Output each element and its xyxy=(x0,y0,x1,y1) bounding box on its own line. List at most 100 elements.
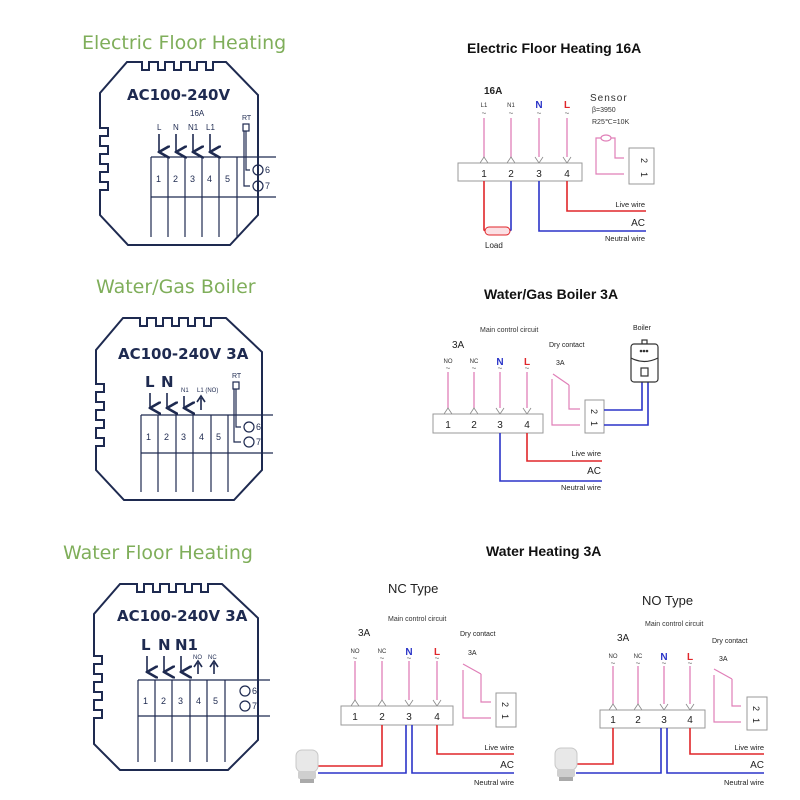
terminal-3: 3 xyxy=(190,174,195,184)
svg-text:~: ~ xyxy=(688,659,693,668)
ac-label: AC xyxy=(587,466,601,477)
terminal-2: 2 xyxy=(164,432,169,442)
device-voltage: AC100-240V 3A xyxy=(118,345,249,363)
sensor-r25: R25℃=10K xyxy=(592,119,630,126)
actuator-icon xyxy=(554,747,578,781)
live-wire xyxy=(526,433,602,462)
terminal-4: 4 xyxy=(207,174,212,184)
terminal-label-n: N xyxy=(158,636,171,654)
svg-text:~: ~ xyxy=(380,654,385,663)
live-wire-label: Live wire xyxy=(615,200,645,209)
sensor-title: Sensor xyxy=(590,93,628,104)
input-label-l: L xyxy=(687,652,693,663)
terminal-label-l: L xyxy=(141,636,151,654)
dry-pin-2: 2 xyxy=(500,702,510,707)
input-label-nc: NC xyxy=(470,359,479,365)
ac-label: AC xyxy=(631,218,645,229)
terminal-label-n: N xyxy=(161,373,174,391)
dry-contact-connector xyxy=(495,692,517,728)
input-label-nc: NC xyxy=(634,654,643,660)
terminal-5: 5 xyxy=(216,432,221,442)
svg-text:~: ~ xyxy=(509,109,514,118)
input-label-n: N xyxy=(405,647,412,658)
block-terminal-1: 1 xyxy=(445,420,451,431)
terminal-block xyxy=(599,709,706,729)
sensor-label-rt: RT xyxy=(232,373,242,380)
terminal-label-n1: N1 xyxy=(188,123,199,132)
terminal-arrows xyxy=(159,134,210,152)
section-title-water-floor-heating: Water Floor Heating xyxy=(63,542,253,564)
terminal-label-n: N xyxy=(173,123,179,132)
input-label-no: NO xyxy=(444,359,453,365)
dry-contact-label: Dry contact xyxy=(460,631,495,638)
dry-contact-switch xyxy=(551,373,580,426)
neutral-wire xyxy=(666,728,764,774)
input-label-no: NO xyxy=(351,649,360,655)
svg-text:~: ~ xyxy=(636,659,641,668)
terminal-block xyxy=(457,162,583,182)
block-terminal-4: 4 xyxy=(564,169,570,180)
sensor-label-rt: RT xyxy=(242,115,252,122)
svg-text:~: ~ xyxy=(525,364,530,373)
neutral-wire xyxy=(499,433,602,482)
dry-contact-rating: 3A xyxy=(468,650,477,657)
dry-contact-connector xyxy=(746,696,768,731)
terminal-block xyxy=(432,413,544,434)
main-control-label: Main control circuit xyxy=(480,327,538,334)
terminal-6: 6 xyxy=(256,422,261,432)
neutral-wire-label: Neutral wire xyxy=(724,778,764,787)
block-terminal-2: 2 xyxy=(379,712,385,723)
input-label-nc: NC xyxy=(378,649,387,655)
main-control-label: Main control circuit xyxy=(388,616,446,623)
dry-contact-label: Dry contact xyxy=(549,342,584,349)
boiler-label: Boiler xyxy=(633,325,652,332)
svg-text:~: ~ xyxy=(446,364,451,373)
diagram-rating: 16A xyxy=(484,86,502,97)
terminal-6: 6 xyxy=(252,686,257,696)
live-wire xyxy=(689,728,764,755)
wiring-diagram-nc-type: NC Type 3A Main control circuit NO NC N … xyxy=(295,581,517,787)
input-label-l: L xyxy=(564,100,570,111)
input-label-n1: N1 xyxy=(507,103,515,109)
svg-text:~: ~ xyxy=(537,109,542,118)
terminal-1: 1 xyxy=(143,696,148,706)
terminal-5: 5 xyxy=(213,696,218,706)
block-terminal-2: 2 xyxy=(471,420,477,431)
section-title-electric-floor-heating: Electric Floor Heating xyxy=(82,32,287,54)
terminal-4: 4 xyxy=(196,696,201,706)
terminal-3: 3 xyxy=(178,696,183,706)
device-voltage: AC100-240V 3A xyxy=(117,607,248,625)
terminal-arrows xyxy=(150,393,206,410)
dry-contact-rating: 3A xyxy=(719,656,728,663)
block-terminal-3: 3 xyxy=(497,420,503,431)
terminal-label-n1: N1 xyxy=(175,636,198,654)
neutral-wire xyxy=(538,181,646,232)
block-terminal-3: 3 xyxy=(536,169,542,180)
dry-contact-switch xyxy=(713,668,741,723)
thermostat-device-water-floor: AC100-240V 3A L N N1 NO NC 1 2 3 4 5 6 7 xyxy=(93,583,270,771)
main-control-label: Main control circuit xyxy=(645,621,703,628)
diagram-title-water-gas-boiler: Water/Gas Boiler 3A xyxy=(484,286,619,302)
live-wire xyxy=(436,725,514,755)
ac-label: AC xyxy=(750,760,764,771)
terminal-label-l: L xyxy=(145,373,155,391)
sensor-icon xyxy=(232,381,240,390)
block-terminal-4: 4 xyxy=(687,715,693,726)
diagram-rating: 3A xyxy=(358,628,371,639)
dry-pin-1: 1 xyxy=(589,421,599,426)
sensor-beta: β=3950 xyxy=(592,107,616,114)
load-icon xyxy=(484,226,511,236)
terminal-3: 3 xyxy=(181,432,186,442)
terminal-label-l1-no: L1 (NO) xyxy=(197,388,218,394)
section-title-water-gas-boiler: Water/Gas Boiler xyxy=(96,276,256,298)
diagram-rating: 3A xyxy=(617,633,630,644)
terminal-7: 7 xyxy=(265,181,270,191)
terminal-1: 1 xyxy=(146,432,151,442)
terminal-label-l1: L1 xyxy=(206,123,215,132)
device-rating: 16A xyxy=(190,109,205,118)
ac-tilde-marks: ~~~~ ~~~~ ~~~~ ~~~~ xyxy=(353,109,693,668)
input-label-no: NO xyxy=(609,654,618,660)
device-voltage: AC100-240V xyxy=(127,86,230,104)
block-terminal-3: 3 xyxy=(661,715,667,726)
